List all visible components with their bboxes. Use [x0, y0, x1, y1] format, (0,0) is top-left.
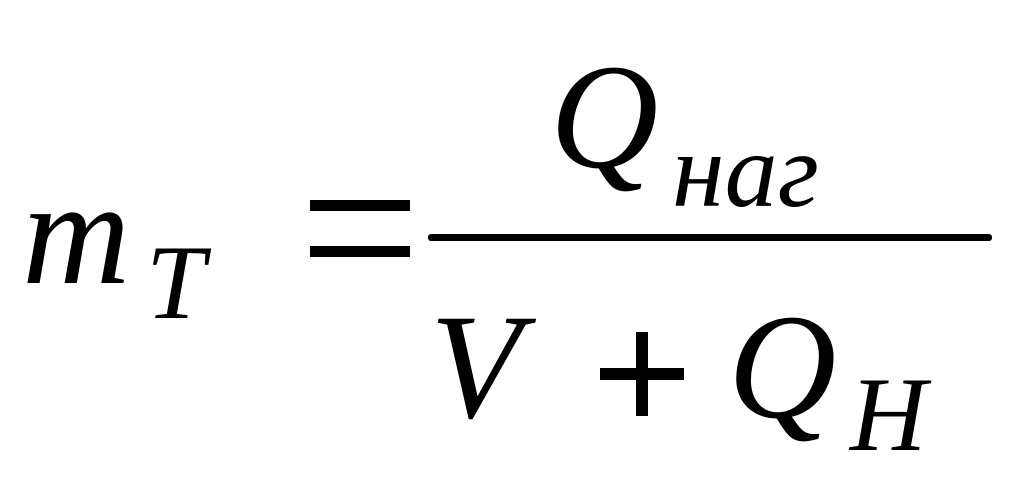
plus-sign — [600, 332, 684, 416]
fraction-bar — [428, 234, 992, 241]
numerator-variable-q: Q — [550, 34, 659, 200]
equals-sign — [310, 200, 410, 258]
numerator-subscript: наг — [672, 112, 819, 229]
plus-bar-vertical — [636, 332, 648, 416]
denominator-variable-v: V — [430, 284, 522, 450]
lhs-subscript-t: T — [146, 224, 205, 341]
equals-bar-top — [310, 200, 410, 211]
lhs-variable-m: m — [22, 150, 131, 316]
denominator-variable-q: Q — [728, 284, 837, 450]
equals-bar-bottom — [310, 246, 410, 257]
denominator-subscript-h: H — [850, 356, 927, 473]
